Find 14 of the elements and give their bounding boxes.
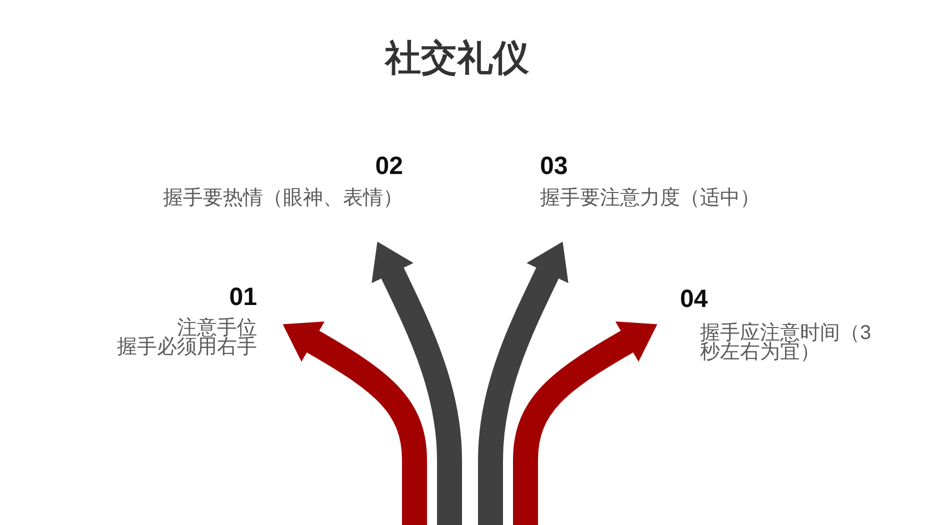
step-number: 04 xyxy=(680,285,708,313)
step-number: 02 xyxy=(375,152,403,180)
description-text: 握手要热情（眼神、表情） xyxy=(163,189,403,208)
step-number: 03 xyxy=(540,152,568,180)
description-text: 握手要注意力度（适中） xyxy=(540,189,760,208)
description-text: 握手必须用右手 xyxy=(117,338,257,357)
arrow xyxy=(478,242,568,525)
arrow xyxy=(282,322,427,525)
arrow xyxy=(372,242,462,525)
description-text: 握手应注意时间（3秒左右为宜） xyxy=(700,324,872,362)
arrow xyxy=(513,322,658,525)
step-number: 01 xyxy=(229,283,257,311)
title: 社交礼仪 xyxy=(385,37,529,79)
description-text: 注意手位 xyxy=(177,319,257,338)
